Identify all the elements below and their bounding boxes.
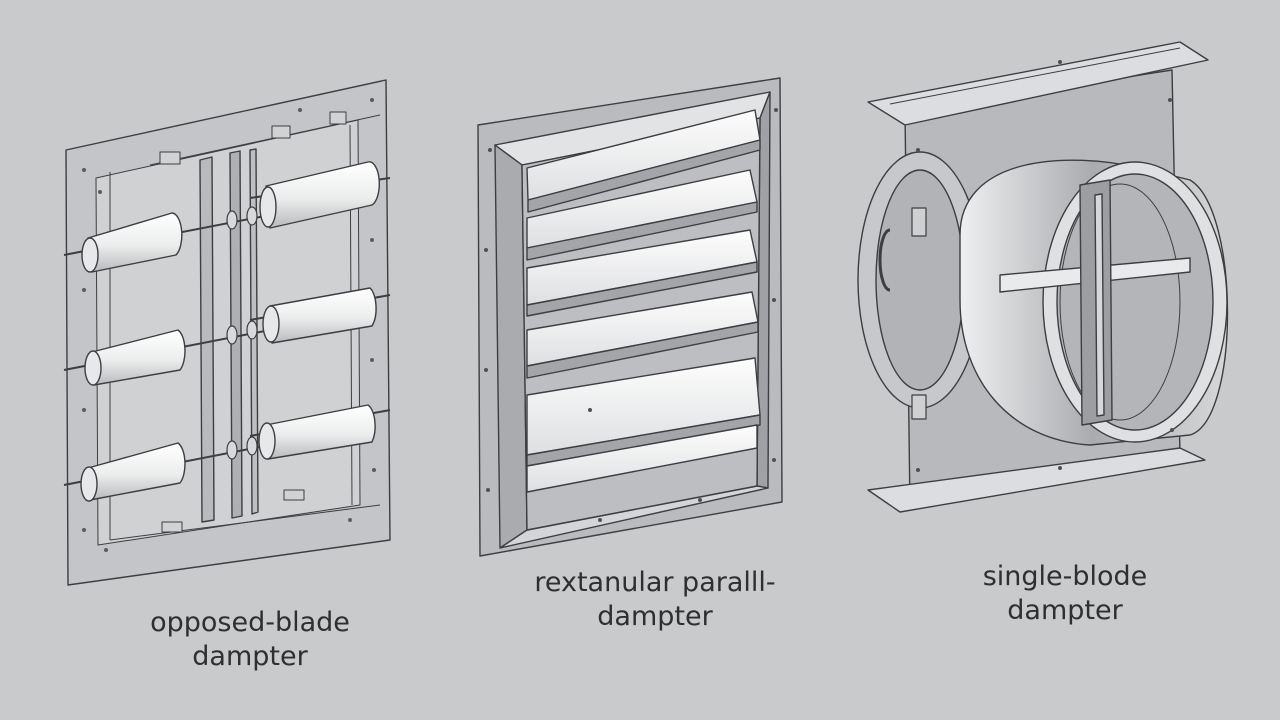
caption-line: dampter (192, 641, 308, 672)
blade-cylinder (259, 161, 380, 229)
louver-blade (526, 357, 761, 467)
parallel-blade-caption: rextanular paralll- dampter (505, 566, 805, 634)
blade-cylinder (80, 442, 186, 502)
caption-line: single-blode (982, 561, 1148, 592)
caption-line: dampter (597, 601, 713, 632)
louver-blade (526, 109, 761, 213)
louver-blade (526, 169, 758, 261)
opposed-blade-caption: opposed-blade dampter (110, 606, 390, 674)
blade-cylinder (84, 329, 186, 386)
caption-line: opposed-blade (150, 607, 350, 638)
louver-blade (526, 291, 759, 379)
single-blade-damper (857, 41, 1229, 513)
blade-cylinder (262, 287, 377, 344)
blade-cylinder (258, 404, 376, 460)
opposed-blade-damper (63, 79, 391, 586)
caption-line: dampter (1007, 595, 1123, 626)
blade-shaft (999, 179, 1191, 426)
louver-blade (526, 424, 758, 493)
single-blade-caption: single-blode dampter (940, 560, 1190, 628)
parallel-blade-damper (477, 77, 783, 557)
caption-line: rextanular paralll- (534, 567, 776, 598)
blade-cylinder (81, 212, 183, 273)
louver-blade (526, 229, 758, 317)
